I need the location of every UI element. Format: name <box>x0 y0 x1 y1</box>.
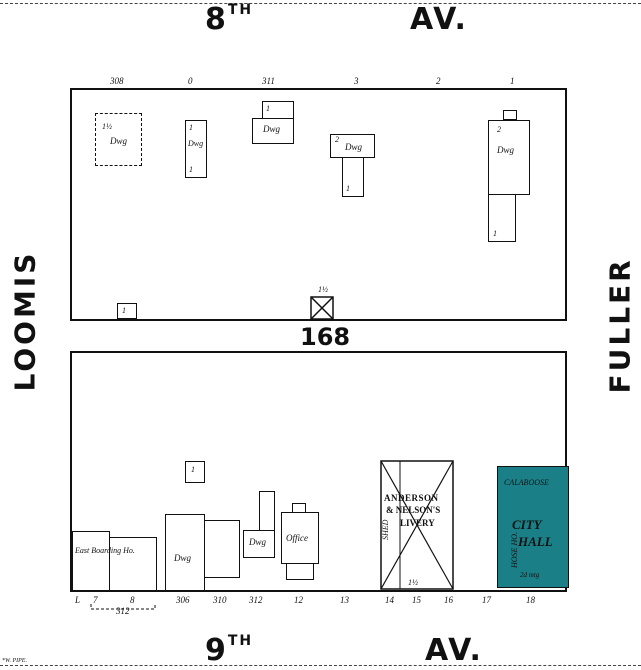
street-9th-av-label: AV. <box>425 633 483 668</box>
calaboose-label: CALABOOSE <box>504 478 549 487</box>
small-building: 1 <box>185 461 205 483</box>
building-label: Dwg <box>249 537 267 547</box>
story-count: 1 <box>191 465 195 474</box>
story-count: 2 <box>497 125 501 134</box>
dwelling-building: 2 Dwg <box>330 134 375 158</box>
top-lot-number: 0 <box>188 76 193 86</box>
livery-label-line1: ANDERSON <box>384 493 439 503</box>
city-hall-building <box>497 466 569 588</box>
livery-label-line3: LIVERY <box>400 518 435 528</box>
bottom-lot-number: 17 <box>482 595 491 605</box>
bottom-lot-number: 12 <box>294 595 303 605</box>
building-label: Dwg <box>110 136 128 146</box>
dwelling-building: 1 Dwg 1 <box>185 120 207 178</box>
street-9th-av-number: 9TH <box>205 633 254 668</box>
city-hall-label-line1: CITY <box>512 517 542 532</box>
top-lot-number: 2 <box>436 76 441 86</box>
dwelling-building: Dwg <box>252 118 294 144</box>
boarding-house-part <box>72 531 110 591</box>
dwelling-porch <box>503 110 517 120</box>
bottom-lot-number: 18 <box>526 595 535 605</box>
dwelling-addition <box>204 520 240 578</box>
tank-story: 1½ <box>318 285 328 294</box>
bottom-lot-number: 310 <box>213 595 227 605</box>
top-lot-number: 311 <box>262 76 275 86</box>
bottom-lot-number: 13 <box>340 595 349 605</box>
water-tank-icon <box>310 296 334 320</box>
bottom-lot-number: 7 <box>93 595 98 605</box>
story-count: 1½ <box>102 122 112 131</box>
building-label: Dwg <box>188 139 204 148</box>
bottom-border <box>0 665 641 666</box>
building-label: Dwg <box>174 553 192 563</box>
office-building: Office <box>281 512 319 564</box>
boarding-house-part <box>109 537 157 591</box>
bracket-label: 312 <box>116 606 130 616</box>
dwelling-addition: 1 <box>262 101 294 119</box>
top-border <box>0 3 641 4</box>
footer-note: *W. PIPE. <box>2 658 27 664</box>
hose-house-label: HOSE HO. <box>510 532 519 568</box>
street-8th-av-label: AV. <box>410 2 468 37</box>
street-8th-av-number: 8TH <box>205 2 254 37</box>
livery-label-line2: & NELSON'S <box>386 505 441 515</box>
dwelling-building: Dwg <box>243 530 275 558</box>
top-lot-number: 1 <box>510 76 515 86</box>
street-fuller: FULLER <box>603 257 637 394</box>
dwelling-addition: 1 <box>488 194 516 242</box>
story-count: 1 <box>122 306 126 315</box>
office-porch <box>292 503 306 513</box>
livery-story: 1½ <box>408 578 418 587</box>
story-count: 1 <box>189 165 193 174</box>
east-boarding-label: East Boarding Ho. <box>75 546 135 555</box>
lot-bracket <box>90 604 156 610</box>
street-loomis: LOOMIS <box>8 250 42 392</box>
story-count: 1 <box>266 104 270 113</box>
story-count: 1 <box>346 184 350 193</box>
bottom-lot-number: 8 <box>130 595 135 605</box>
dwelling-building: 1½ Dwg <box>95 113 142 166</box>
building-label: Dwg <box>497 145 515 155</box>
block-number: 168 <box>300 323 351 351</box>
office-addition <box>286 563 314 580</box>
second-mtg-label: 2d mtg <box>520 571 540 579</box>
story-count: 1 <box>493 229 497 238</box>
shed-label: SHED <box>381 519 390 540</box>
livery-building <box>380 460 454 590</box>
bottom-lot-number: 15 <box>412 595 421 605</box>
city-hall-label-line2: HALL <box>518 534 553 549</box>
dwelling-building: 2 Dwg <box>488 120 530 195</box>
building-label: Dwg <box>263 124 281 134</box>
dwelling-addition: 1 <box>342 157 364 197</box>
bottom-lot-number: 14 <box>385 595 394 605</box>
building-label: Office <box>286 533 308 543</box>
dwelling-building: Dwg <box>165 514 205 591</box>
bottom-lot-number: 312 <box>249 595 263 605</box>
bottom-lot-number: 306 <box>176 595 190 605</box>
dwelling-addition <box>259 491 275 531</box>
bottom-lot-number: 16 <box>444 595 453 605</box>
story-count: 2 <box>335 135 339 144</box>
lot-prefix: L <box>75 595 81 605</box>
small-shed: 1 <box>117 303 137 319</box>
story-count: 1 <box>189 123 193 132</box>
top-block <box>70 88 567 321</box>
building-label: Dwg <box>345 142 363 152</box>
top-lot-number: 308 <box>110 76 124 86</box>
top-lot-number: 3 <box>354 76 359 86</box>
